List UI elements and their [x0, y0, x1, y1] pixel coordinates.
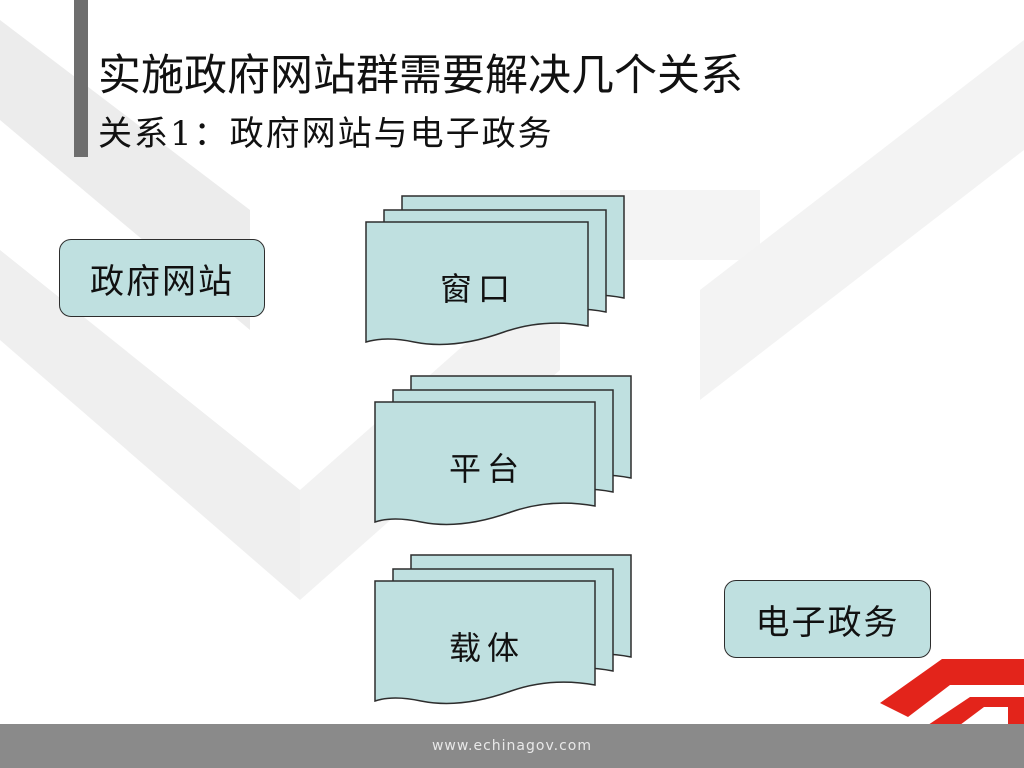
document-stack-window: 窗口 — [364, 194, 628, 354]
slide-subtitle: 关系1：政府网站与电子政务 — [98, 114, 554, 154]
title-accent-bar — [74, 0, 88, 157]
gov-website-box: 政府网站 — [59, 239, 265, 317]
egov-box: 电子政务 — [724, 580, 931, 658]
stack-label-window: 窗口 — [440, 270, 517, 308]
footer-url: www.echinagov.com — [431, 738, 593, 754]
footer-bar: www.echinagov.com — [0, 724, 1024, 768]
stack-label-platform: 平台 — [449, 450, 526, 488]
stack-label-carrier: 载体 — [449, 629, 526, 667]
document-stack-platform: 平台 — [373, 374, 637, 534]
document-stack-carrier: 载体 — [373, 553, 637, 713]
slide-title: 实施政府网站群需要解决几个关系 — [98, 51, 743, 101]
logo-icon — [880, 659, 1024, 725]
